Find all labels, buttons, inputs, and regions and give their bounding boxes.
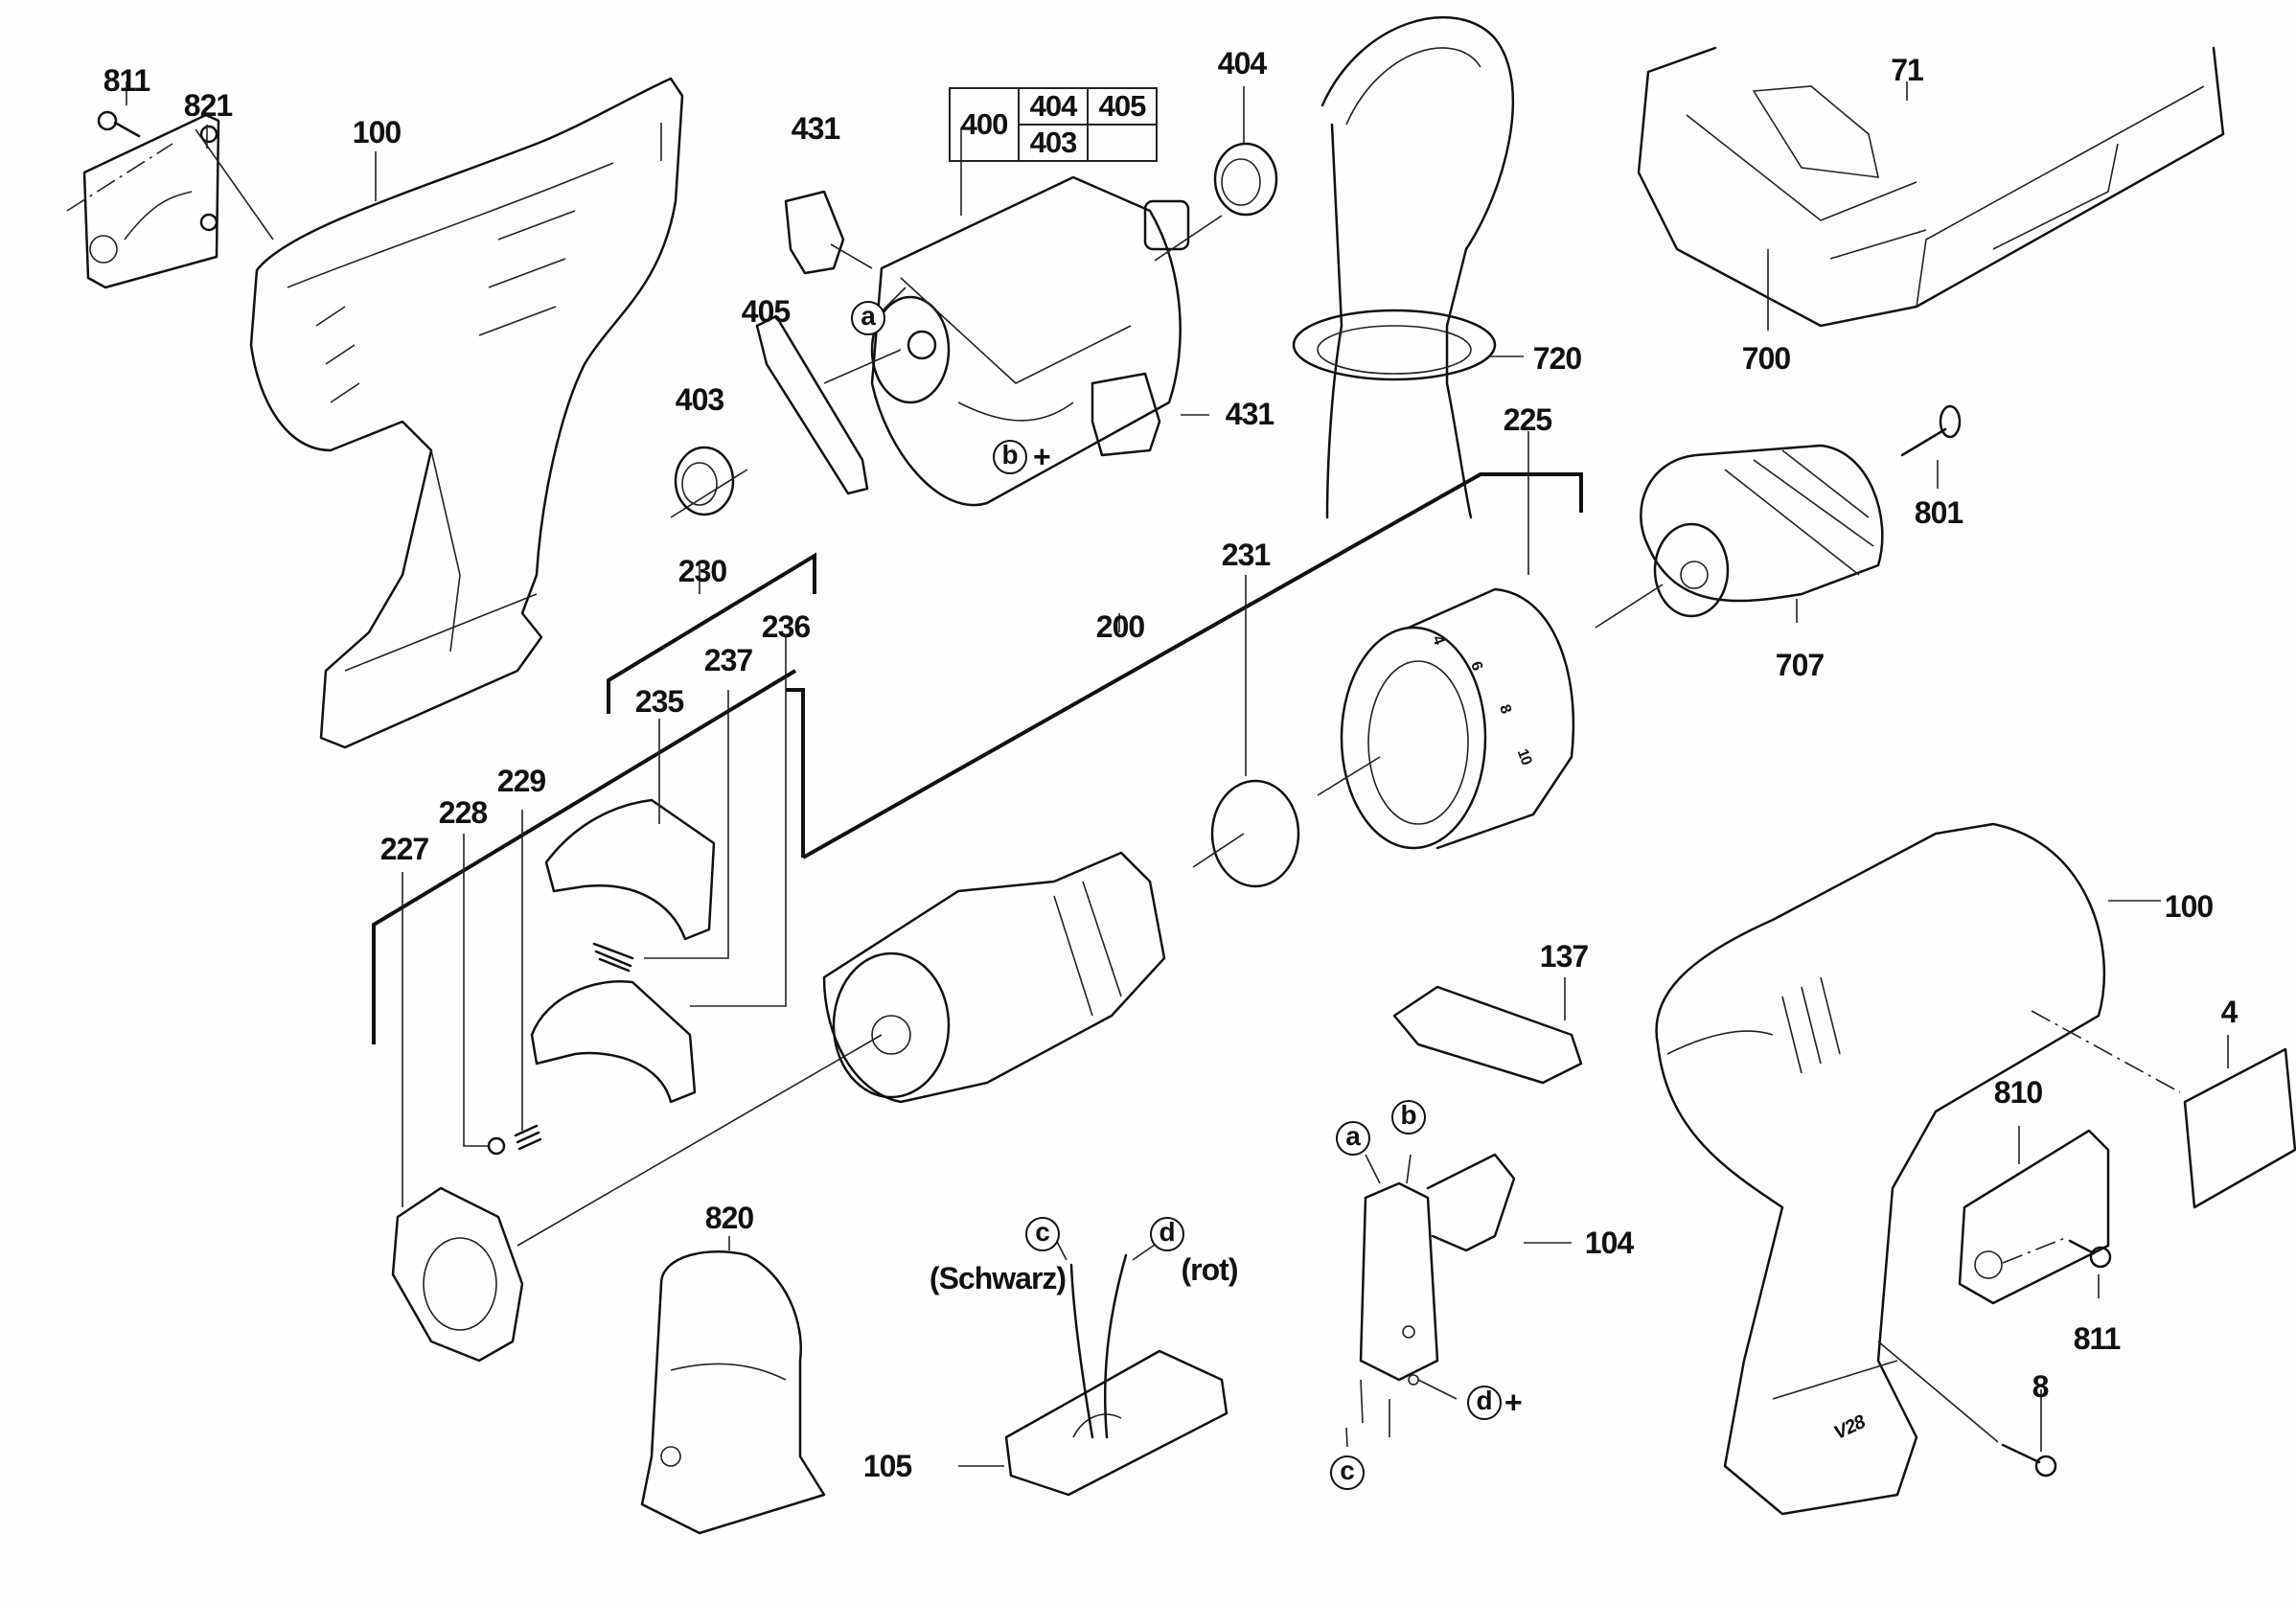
part-label-137: 137	[1539, 939, 1589, 974]
work-light-820	[640, 1250, 826, 1535]
screw-811-top	[97, 110, 141, 138]
part-label-230: 230	[677, 554, 727, 588]
part-label-431: 431	[791, 111, 840, 146]
spring-237	[592, 942, 634, 973]
motor-400	[870, 175, 1190, 507]
kit-sub-part	[1087, 124, 1158, 162]
part-label-405: 405	[741, 294, 791, 329]
part-label-811: 811	[2073, 1321, 2122, 1356]
screw-8	[2001, 1443, 2057, 1478]
part-label-707: 707	[1775, 648, 1825, 682]
part-label-100: 100	[2164, 889, 2214, 924]
carrying-case-700	[1637, 46, 2225, 328]
battery-terminal-105	[1004, 1253, 1228, 1497]
screw-801	[1900, 404, 1962, 457]
part-label-404: 404	[1217, 46, 1267, 80]
part-label-820: 820	[704, 1201, 754, 1235]
part-label-227: 227	[379, 832, 429, 866]
part-label-431: 431	[1225, 397, 1274, 431]
part-label-105: 105	[862, 1449, 912, 1483]
housing-left-half	[249, 77, 684, 749]
connection-marker-c: c	[1025, 1217, 1060, 1251]
part-label-100: 100	[352, 115, 402, 149]
group-bracket-227	[372, 669, 797, 1044]
part-label-229: 229	[496, 764, 546, 798]
switch-104	[1359, 1153, 1516, 1437]
brush-holder-431-top	[784, 190, 845, 275]
group-bracket-230	[607, 552, 816, 714]
label-plate-4	[2183, 1047, 2296, 1209]
bearing-403	[674, 446, 735, 516]
part-label-200: 200	[1095, 609, 1145, 644]
chuck-707	[1640, 444, 1884, 618]
kit-sub-part: 403	[1018, 124, 1089, 162]
part-label-71: 71	[1891, 53, 1924, 87]
wire-label-red: (rot)	[1181, 1252, 1239, 1287]
part-label-821: 821	[183, 88, 233, 123]
kit-sub-part: 404	[1018, 87, 1089, 126]
group-bracket-200	[786, 472, 1583, 859]
part-label-225: 225	[1503, 402, 1552, 437]
part-label-403: 403	[675, 382, 724, 417]
end-cap-821	[82, 113, 220, 289]
spring-229	[514, 1124, 542, 1151]
part-label-8: 8	[2032, 1369, 2050, 1404]
ring-231	[1210, 779, 1300, 888]
connection-marker-b: b	[1391, 1100, 1426, 1134]
connection-marker-d: d	[1150, 1217, 1184, 1251]
part-label-237: 237	[703, 643, 753, 677]
kit-main-part: 400	[949, 87, 1020, 162]
part-label-811: 811	[103, 63, 151, 98]
clutch-ring-225	[1340, 587, 1575, 850]
shift-cover-235	[544, 798, 716, 941]
screw-811-bottom	[2068, 1239, 2112, 1269]
part-label-4: 4	[2220, 995, 2239, 1029]
housing-right-assembled	[1655, 822, 2106, 1516]
connection-marker-a: a	[851, 301, 885, 335]
connection-marker-c: c	[1330, 1455, 1365, 1490]
connection-marker-a: a	[1336, 1121, 1370, 1156]
part-label-801: 801	[1914, 495, 1963, 530]
part-label-235: 235	[634, 684, 684, 719]
connection-marker-d: d	[1467, 1386, 1502, 1420]
bracket-405	[755, 314, 869, 495]
belt-clip-810	[1958, 1129, 2110, 1305]
part-label-810: 810	[1993, 1075, 2043, 1110]
cover-plate-227	[391, 1186, 524, 1363]
shift-plate-236	[530, 980, 697, 1104]
ball-228	[487, 1136, 506, 1156]
brush-holder-431-bottom	[1091, 372, 1161, 457]
wire-label-black: (Schwarz)	[929, 1261, 1067, 1295]
part-label-236: 236	[761, 609, 811, 644]
direction-slider-137	[1392, 985, 1583, 1085]
positive-sign: +	[1504, 1385, 1523, 1420]
part-label-104: 104	[1584, 1226, 1634, 1260]
gearbox-200	[822, 851, 1166, 1104]
part-label-228: 228	[438, 795, 488, 830]
part-label-700: 700	[1741, 341, 1791, 376]
bearing-404	[1213, 142, 1278, 217]
connection-marker-b: b	[993, 440, 1027, 474]
side-handle-720	[1292, 16, 1515, 519]
kit-sub-part: 405	[1087, 87, 1158, 126]
part-label-720: 720	[1532, 341, 1582, 376]
part-label-231: 231	[1221, 538, 1271, 572]
kit-table-400: 400 404 405 403	[949, 87, 1158, 162]
positive-sign: +	[1033, 439, 1051, 474]
